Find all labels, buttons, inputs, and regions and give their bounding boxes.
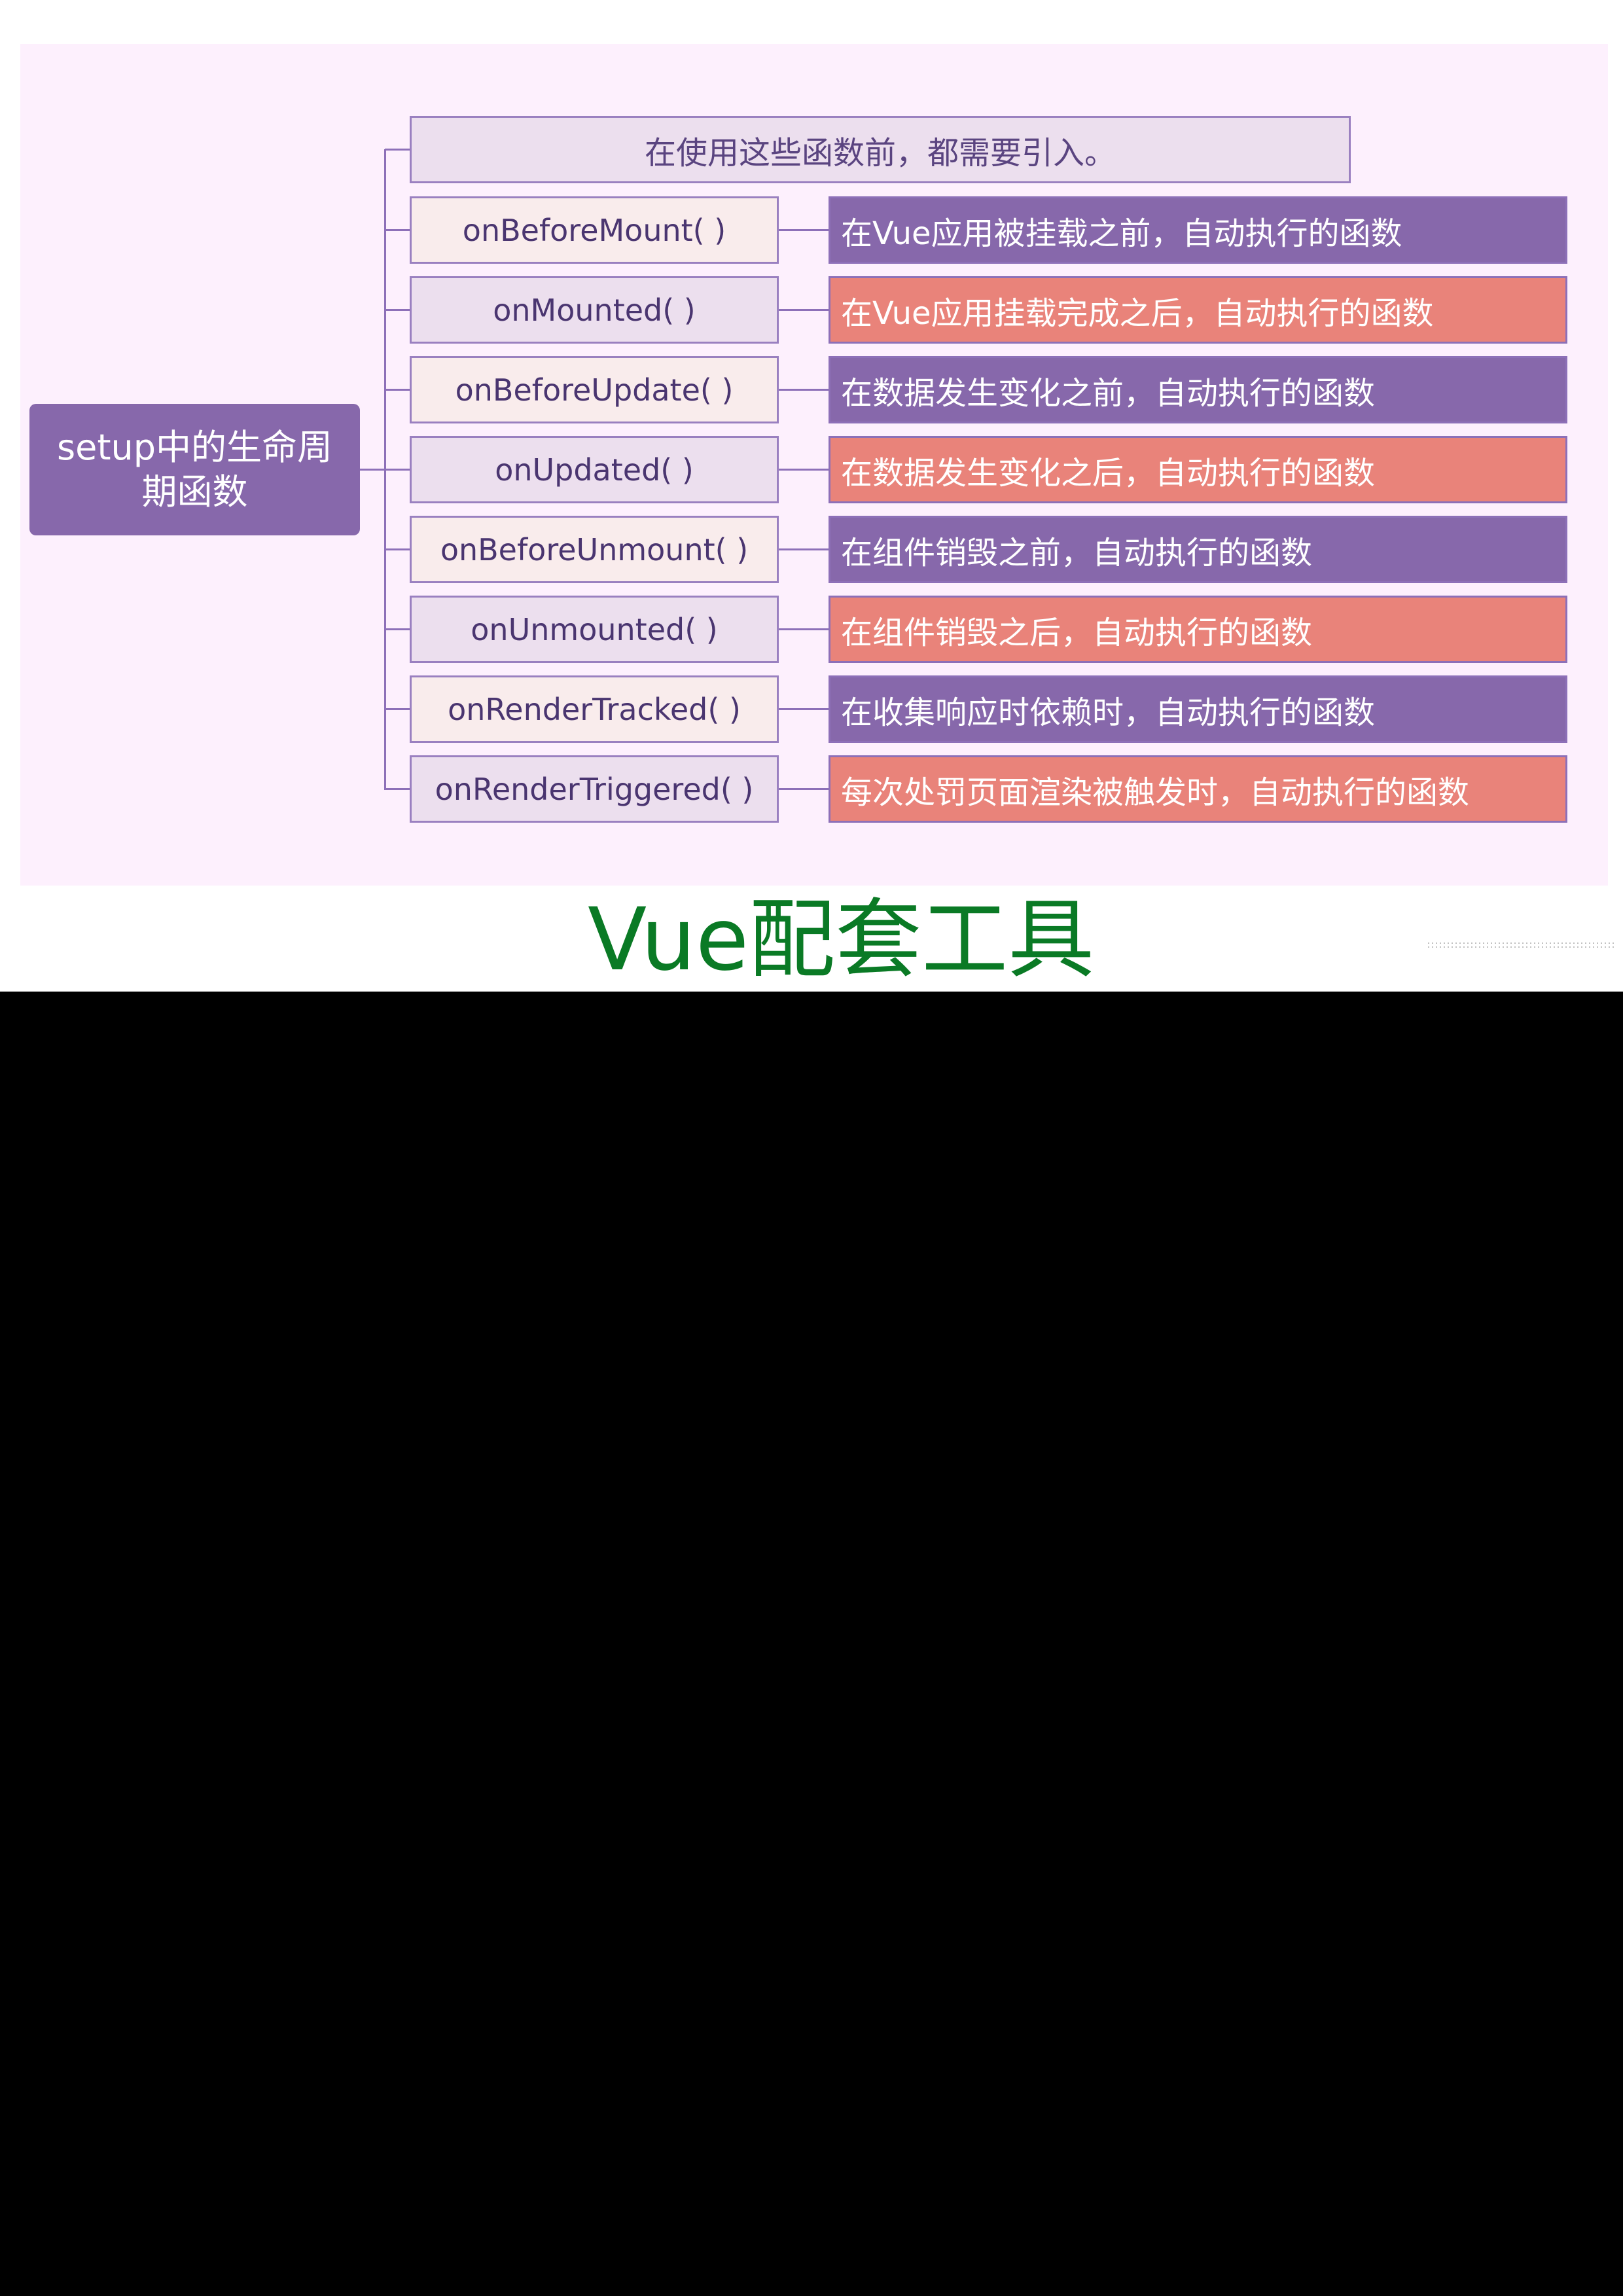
connector-branch: [385, 309, 410, 311]
connector-desc: [779, 469, 829, 471]
connector-desc: [779, 788, 829, 790]
function-node: onUpdated( ): [410, 436, 779, 503]
description-node: 在组件销毁之后，自动执行的函数: [829, 596, 1567, 663]
connector-branch: [385, 788, 410, 790]
function-node: onBeforeMount( ): [410, 196, 779, 264]
function-node: onBeforeUnmount( ): [410, 516, 779, 583]
function-node: onMounted( ): [410, 276, 779, 344]
description-node: 在Vue应用被挂载之前，自动执行的函数: [829, 196, 1567, 264]
connector-desc: [779, 628, 829, 630]
description-node: 在数据发生变化之后，自动执行的函数: [829, 436, 1567, 503]
connector-branch: [385, 229, 410, 231]
blank-area: [0, 992, 1623, 2296]
description-node: 在收集响应时依赖时，自动执行的函数: [829, 675, 1567, 743]
description-node: 每次处罚页面渲染被触发时，自动执行的函数: [829, 755, 1567, 823]
connector-branch: [385, 469, 410, 471]
description-node: 在组件销毁之前，自动执行的函数: [829, 516, 1567, 583]
connector-root: [360, 469, 385, 471]
function-node: onBeforeUpdate( ): [410, 356, 779, 423]
connector-desc: [779, 548, 829, 550]
connector-branch: [385, 548, 410, 550]
function-node: onRenderTriggered( ): [410, 755, 779, 823]
connector-desc: [779, 708, 829, 710]
connector-desc: [779, 229, 829, 231]
root-node: setup中的生命周期函数: [29, 404, 360, 535]
section-title: Vue配套工具: [588, 889, 1095, 990]
connector-branch: [385, 389, 410, 391]
note-node: 在使用这些函数前，都需要引入。: [410, 116, 1351, 183]
connector-desc: [779, 389, 829, 391]
description-node: 在数据发生变化之前，自动执行的函数: [829, 356, 1567, 423]
connector-note: [385, 149, 410, 151]
function-node: onRenderTracked( ): [410, 675, 779, 743]
connector-desc: [779, 309, 829, 311]
description-node: 在Vue应用挂载完成之后，自动执行的函数: [829, 276, 1567, 344]
connector-branch: [385, 708, 410, 710]
dotted-decoration: [1427, 941, 1616, 949]
function-node: onUnmounted( ): [410, 596, 779, 663]
connector-branch: [385, 628, 410, 630]
